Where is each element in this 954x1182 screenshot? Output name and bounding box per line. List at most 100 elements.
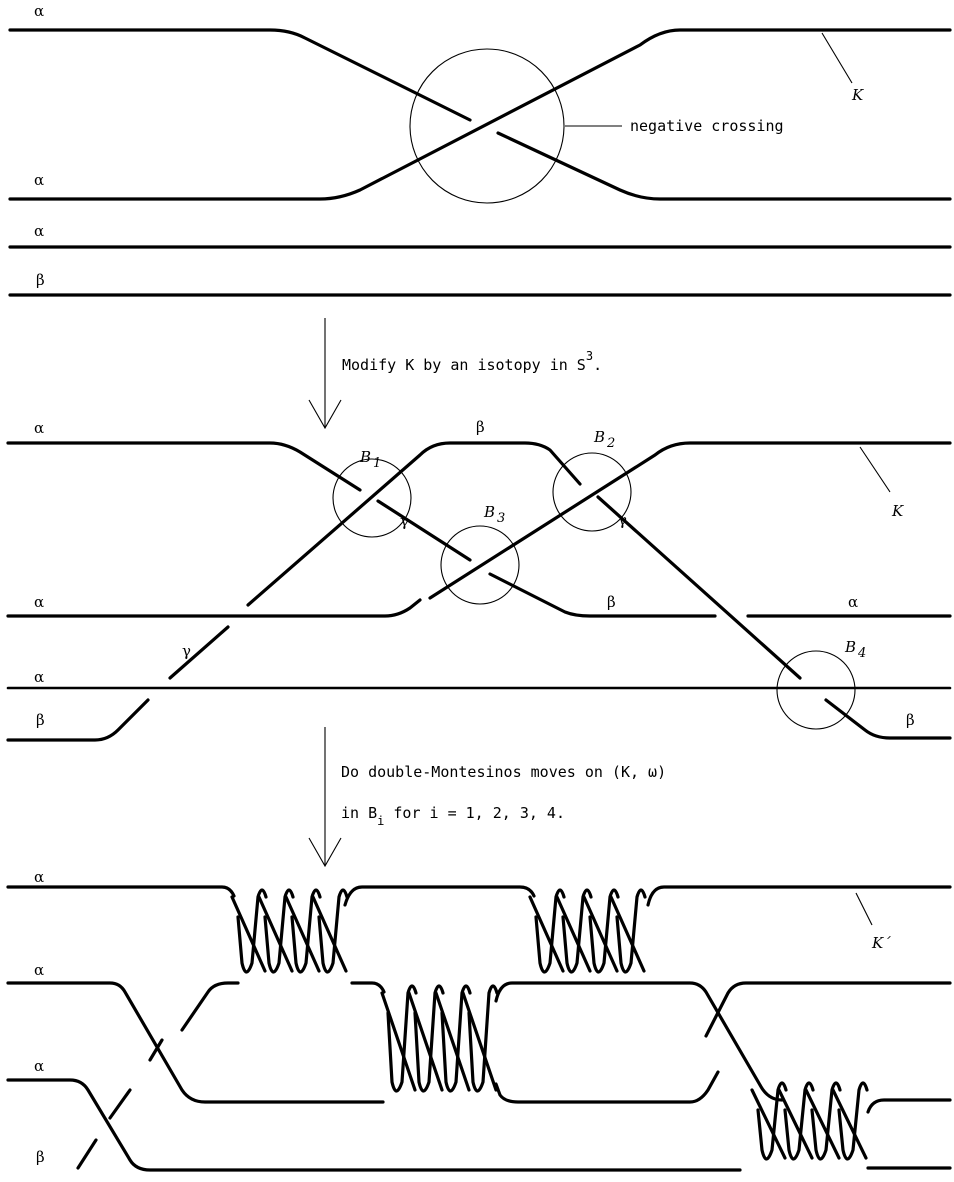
- ball-B4: [776, 650, 856, 730]
- coil-B2-loop: [561, 888, 593, 974]
- coil-B2-loop: [534, 888, 566, 974]
- coil-B1-loop: [236, 888, 268, 974]
- p3-row2-d: [704, 981, 952, 1038]
- negative-crossing-label: negative crossing: [630, 117, 784, 135]
- label-beta: β: [36, 271, 45, 289]
- step-1-period: .: [593, 356, 602, 374]
- coil-B4-diag: [804, 1088, 841, 1160]
- p2-label-alpha-3: α: [34, 668, 44, 686]
- step-1: Modify K by an isotopy in S3.: [308, 318, 602, 430]
- p3-label-knot-K-prime: K´: [871, 934, 891, 952]
- coil-B2-diag: [528, 895, 565, 973]
- p2-gamma-lower: [168, 625, 230, 680]
- coil-B4-loop: [810, 1081, 842, 1161]
- coil-B4-loop: [756, 1081, 788, 1161]
- p2-alpha-mid-left: [6, 598, 422, 618]
- p2-label-alpha-2: α: [34, 593, 44, 611]
- ball-B1: [332, 458, 412, 538]
- p3-label-alpha-3: α: [34, 1057, 44, 1075]
- p2-alpha-top-left: [6, 441, 362, 492]
- step-2-line-2a: in B: [341, 804, 377, 822]
- coil-B1-diag: [257, 895, 294, 973]
- p3-row1-mid: [343, 885, 536, 907]
- p3-row3-right: [866, 1098, 952, 1114]
- label-alpha-1: α: [34, 2, 44, 20]
- svg-text:Modify K by an isotopy in S: Modify K by an isotopy in S3.: [342, 349, 602, 374]
- coil-B4-loop: [783, 1081, 815, 1161]
- coil-B4-loop: [837, 1081, 869, 1161]
- coil-B2-loop: [615, 888, 647, 974]
- p2-b4-to-beta: [824, 698, 952, 740]
- strand-alpha-top-left: [8, 28, 472, 122]
- coil-B3-loop: [467, 984, 499, 1093]
- p3-knot-leader: [855, 892, 873, 926]
- coil-B3-diag: [380, 991, 417, 1092]
- strand-alpha-top-right-under: [496, 131, 952, 201]
- label-alpha-2: α: [34, 171, 44, 189]
- step-1-sup: 3: [586, 349, 593, 363]
- p2-label-beta-top: β: [476, 418, 485, 436]
- coil-B1-diag: [311, 895, 348, 973]
- knot-leader: [821, 32, 853, 84]
- p2-label-beta-mid: β: [607, 593, 616, 611]
- p2-gamma-b2-b4: [596, 495, 802, 680]
- coil-B1-loop: [263, 888, 295, 974]
- step-2-sub: i: [377, 814, 384, 828]
- crossing-circle: [409, 48, 565, 204]
- p2-label-gamma-2: γ: [618, 511, 627, 529]
- p3-row1-left: [6, 885, 236, 898]
- p3-row2-b: [350, 981, 386, 994]
- coil-B1-loop: [290, 888, 322, 974]
- p2-label-beta: β: [36, 711, 45, 729]
- coil-B3-diag: [434, 991, 471, 1092]
- p3-beta-left: [76, 1038, 164, 1170]
- p2-label-alpha-right: α: [848, 593, 858, 611]
- p2-knot-leader: [859, 446, 891, 493]
- step-1-text: Modify K by an isotopy in S: [342, 356, 586, 374]
- label-alpha-3: α: [34, 222, 44, 240]
- p2-label-gamma-1: γ: [400, 512, 409, 530]
- label-knot-K: K: [851, 86, 864, 104]
- panel-1: α α α β K negative crossing: [8, 2, 952, 297]
- coil-B3-diag: [407, 991, 444, 1092]
- coil-B1-loop: [317, 888, 349, 974]
- coil-B2-diag: [609, 895, 646, 973]
- ball-B2: [552, 452, 632, 532]
- strand-alpha-bottom-over: [8, 28, 952, 201]
- coil-B4-diag: [777, 1088, 814, 1160]
- panel-3: α α α β K´: [6, 868, 952, 1172]
- p2-b3-to-beta: [488, 572, 717, 618]
- coil-B1-diag: [230, 895, 267, 973]
- p2-gamma-b1-b3: [376, 499, 472, 562]
- p3-row2-c: [494, 981, 784, 1102]
- p2-label-gamma-3: γ: [182, 642, 191, 660]
- coil-B3-loop: [440, 984, 472, 1093]
- step-2: Do double-Montesinos moves on (K, ω) in …: [308, 727, 666, 868]
- ball-B3: [440, 525, 520, 605]
- step-2-line-1: Do double-Montesinos moves on (K, ω): [341, 763, 666, 781]
- p2-label-knot-K: K: [891, 502, 904, 520]
- p3-row1-right: [646, 885, 952, 907]
- coils: [230, 888, 869, 1161]
- p3-row2-left: [6, 981, 385, 1104]
- coil-B2-diag: [555, 895, 592, 973]
- coil-B1-diag: [284, 895, 321, 973]
- coil-B4-diag: [831, 1088, 868, 1160]
- p2-label-alpha-1: α: [34, 419, 44, 437]
- p2-beta-bottom-left: [6, 698, 150, 742]
- coil-B3-diag: [461, 991, 498, 1092]
- p2-alpha-top-right: [428, 441, 952, 600]
- p2-beta-top: [246, 441, 582, 607]
- coil-B4-diag: [750, 1088, 787, 1160]
- coil-B2-diag: [582, 895, 619, 973]
- svg-text:in Bi for i = 1, 2, 3, 4.: in Bi for i = 1, 2, 3, 4.: [341, 804, 565, 828]
- p3-row2-e: [494, 1070, 720, 1104]
- p3-label-beta: β: [36, 1148, 45, 1166]
- p3-row3-left: [6, 1078, 742, 1172]
- p3-label-alpha-1: α: [34, 868, 44, 886]
